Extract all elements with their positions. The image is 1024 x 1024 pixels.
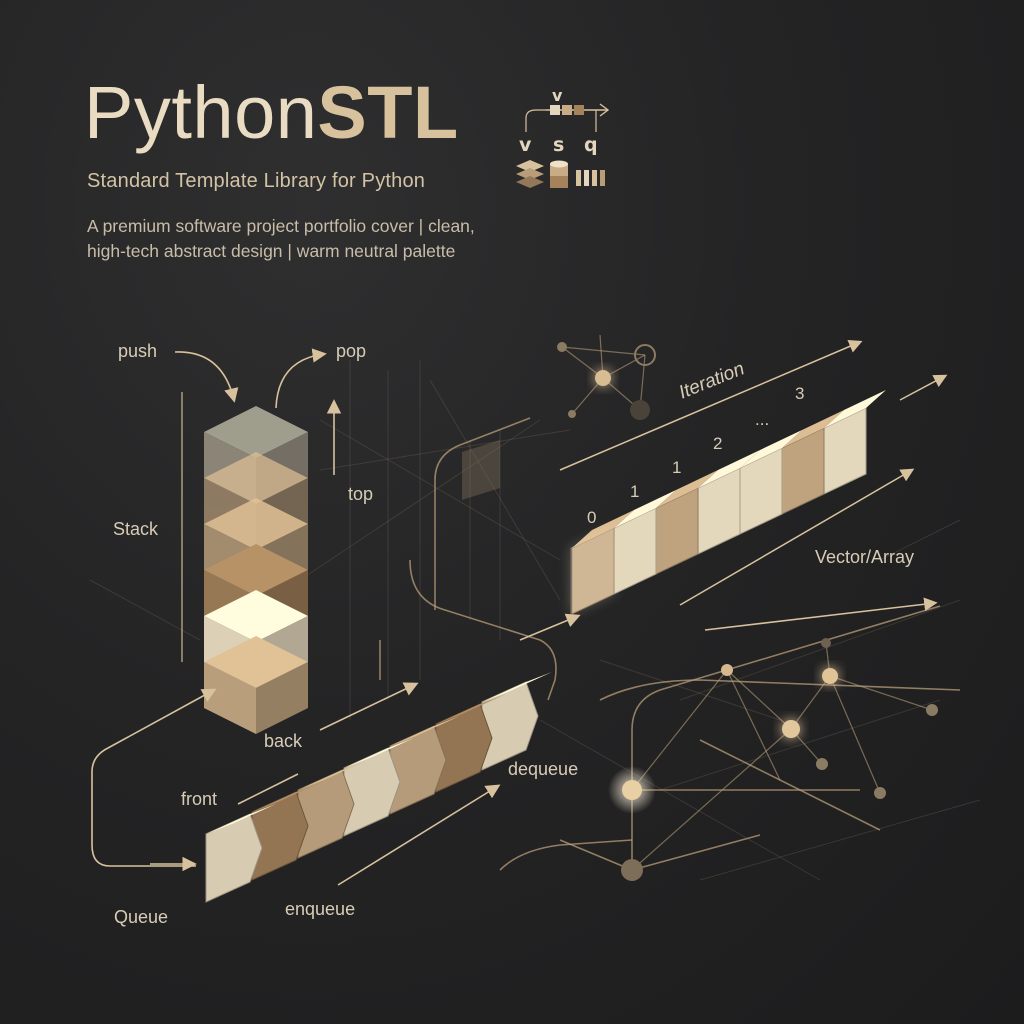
cylinder-icon <box>550 160 568 188</box>
node <box>568 410 576 418</box>
queue-block <box>205 804 276 903</box>
title-bold: STL <box>317 71 459 154</box>
node <box>822 668 838 684</box>
node <box>821 638 831 648</box>
vector-glow <box>570 528 614 614</box>
stack-label: Stack <box>113 519 159 539</box>
logo-letter-s: s <box>553 134 565 156</box>
queue-block <box>435 694 506 793</box>
queue-block <box>343 738 414 837</box>
logo-box-icon <box>562 105 572 115</box>
push-arrow <box>174 351 239 403</box>
stack-block <box>204 636 308 734</box>
vector-label: Vector/Array <box>815 547 915 567</box>
project-subtitle: Standard Template Library for Python <box>87 170 426 192</box>
project-title: PythonSTL <box>84 76 459 150</box>
node <box>557 342 567 352</box>
pop-label: pop <box>336 341 367 361</box>
stack-layers-icon <box>516 160 544 188</box>
queue-arrows <box>91 613 581 886</box>
logo-graphic <box>516 103 610 188</box>
index-label: 1 <box>630 482 640 501</box>
vector-block <box>655 470 718 575</box>
node <box>874 787 886 799</box>
description-line-2: high-tech abstract design | warm neutral… <box>87 241 456 261</box>
logo-letter-v: v <box>519 134 532 156</box>
back-arrow <box>319 682 419 731</box>
queue-block <box>481 672 552 771</box>
project-description: A premium software project portfolio cov… <box>87 214 607 264</box>
top-label: top <box>348 484 374 504</box>
bars-icon <box>576 170 605 186</box>
vector-block <box>823 390 886 495</box>
node <box>926 704 938 716</box>
node <box>595 370 611 386</box>
node <box>630 400 650 420</box>
network-graph-lower <box>631 642 933 871</box>
node <box>622 780 642 800</box>
title-regular: Python <box>84 71 318 154</box>
circuit-lines <box>379 417 961 871</box>
queue-block <box>297 760 368 859</box>
index-label: 2 <box>713 434 723 453</box>
stack-arrows <box>174 348 342 662</box>
node <box>782 720 800 738</box>
node <box>621 859 643 881</box>
enqueue-label: enqueue <box>285 899 356 919</box>
stack-structure <box>204 406 308 734</box>
queue-label: Queue <box>114 907 169 927</box>
push-label: push <box>118 341 158 361</box>
index-label: 0 <box>587 508 597 527</box>
vector-block <box>697 450 760 555</box>
dequeue-label: dequeue <box>508 759 579 779</box>
vector-guide-arrows <box>559 340 948 631</box>
loop-arrow <box>91 688 217 867</box>
logo-box-icon <box>550 105 560 115</box>
pop-arrow <box>275 348 327 409</box>
logo-letter-top: v <box>552 86 563 105</box>
description-line-1: A premium software project portfolio cov… <box>87 216 475 236</box>
network-nodes-lower <box>608 638 938 881</box>
front-arrow <box>237 773 299 805</box>
background-grid <box>89 360 981 881</box>
queue-structure <box>205 672 552 903</box>
enqueue-arrow <box>337 784 501 886</box>
front-label: front <box>181 789 218 809</box>
ghost-cube <box>462 440 500 500</box>
back-label: back <box>264 731 303 751</box>
node <box>816 758 828 770</box>
node <box>721 664 733 676</box>
dequeue-arrow <box>519 613 581 641</box>
node <box>634 344 656 366</box>
logo-letter-q: q <box>584 134 598 156</box>
logo-box-icon <box>574 105 584 115</box>
index-label: 1 <box>672 458 682 477</box>
index-label: 3 <box>795 384 805 403</box>
network-nodes-upper <box>557 342 656 420</box>
vector-structure <box>570 390 886 615</box>
index-label: ... <box>755 410 770 429</box>
